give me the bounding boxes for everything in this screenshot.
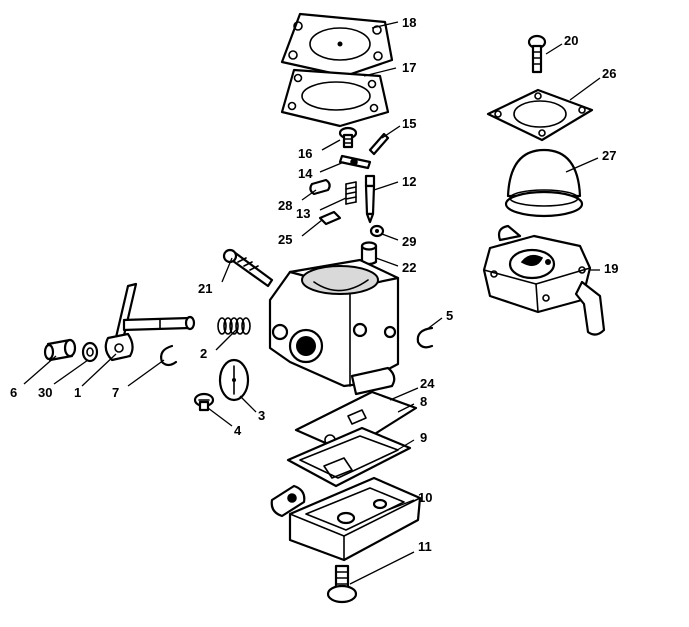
- part-26-gasket: [486, 88, 594, 142]
- callout-20: 20: [564, 33, 578, 48]
- callout-16: 16: [298, 146, 312, 161]
- callout-24: 24: [420, 376, 435, 391]
- part-2-spring: [217, 317, 251, 335]
- callout-11: 11: [418, 539, 432, 554]
- part-3-throttle-plate: [218, 358, 250, 402]
- part-10-cover: [270, 476, 422, 562]
- part-29-nut: [369, 224, 385, 238]
- callout-9: 9: [420, 430, 427, 445]
- callout-4: 4: [234, 423, 242, 438]
- callout-14: 14: [298, 166, 313, 181]
- part-5-c-clip: [416, 326, 434, 349]
- part-18-gasket: [280, 12, 394, 78]
- part-15-pin: [368, 132, 390, 156]
- part-19-pump-housing: [482, 224, 606, 336]
- part-12-needle-valve: [364, 174, 376, 224]
- part-30-washer: [81, 341, 99, 363]
- callout-5: 5: [446, 308, 453, 323]
- part-20-screw: [527, 34, 547, 74]
- callout-13: 13: [296, 206, 310, 221]
- callout-12: 12: [402, 174, 416, 189]
- part-27-primer-bulb: [504, 148, 584, 218]
- part-16-screw: [338, 126, 358, 149]
- callout-30: 30: [38, 385, 52, 400]
- callout-29: 29: [402, 234, 416, 249]
- callout-15: 15: [402, 116, 416, 131]
- callout-21: 21: [198, 281, 212, 296]
- callout-1: 1: [74, 385, 81, 400]
- callout-19: 19: [604, 261, 618, 276]
- callout-8: 8: [420, 394, 427, 409]
- part-13-spring: [345, 181, 357, 205]
- callout-labels: 18 17 16 15 14 28 13 12 25 29 22 21 2 6 …: [10, 15, 618, 554]
- part-6-bushing: [43, 338, 77, 362]
- callout-18: 18: [402, 15, 416, 30]
- callout-28: 28: [278, 198, 292, 213]
- callout-3: 3: [258, 408, 265, 423]
- part-11-screw: [326, 564, 358, 604]
- callout-10: 10: [418, 490, 432, 505]
- callout-22: 22: [402, 260, 416, 275]
- part-4-screw: [193, 392, 215, 412]
- callout-2: 2: [200, 346, 207, 361]
- carburetor-body: [268, 258, 400, 396]
- leader-lines: [23, 21, 601, 585]
- callout-26: 26: [602, 66, 616, 81]
- part-1-throttle-shaft: [104, 282, 196, 362]
- part-17-diaphragm: [280, 68, 390, 128]
- callout-7: 7: [112, 385, 119, 400]
- part-14-lever: [338, 154, 372, 170]
- callout-17: 17: [402, 60, 416, 75]
- callout-25: 25: [278, 232, 292, 247]
- part-21-adjusting-screw: [222, 248, 274, 288]
- part-22-plug: [360, 241, 378, 266]
- part-7-c-clip: [160, 344, 178, 367]
- callout-27: 27: [602, 148, 616, 163]
- part-9-gasket: [286, 426, 412, 488]
- callout-6: 6: [10, 385, 17, 400]
- part-25-block: [318, 210, 342, 226]
